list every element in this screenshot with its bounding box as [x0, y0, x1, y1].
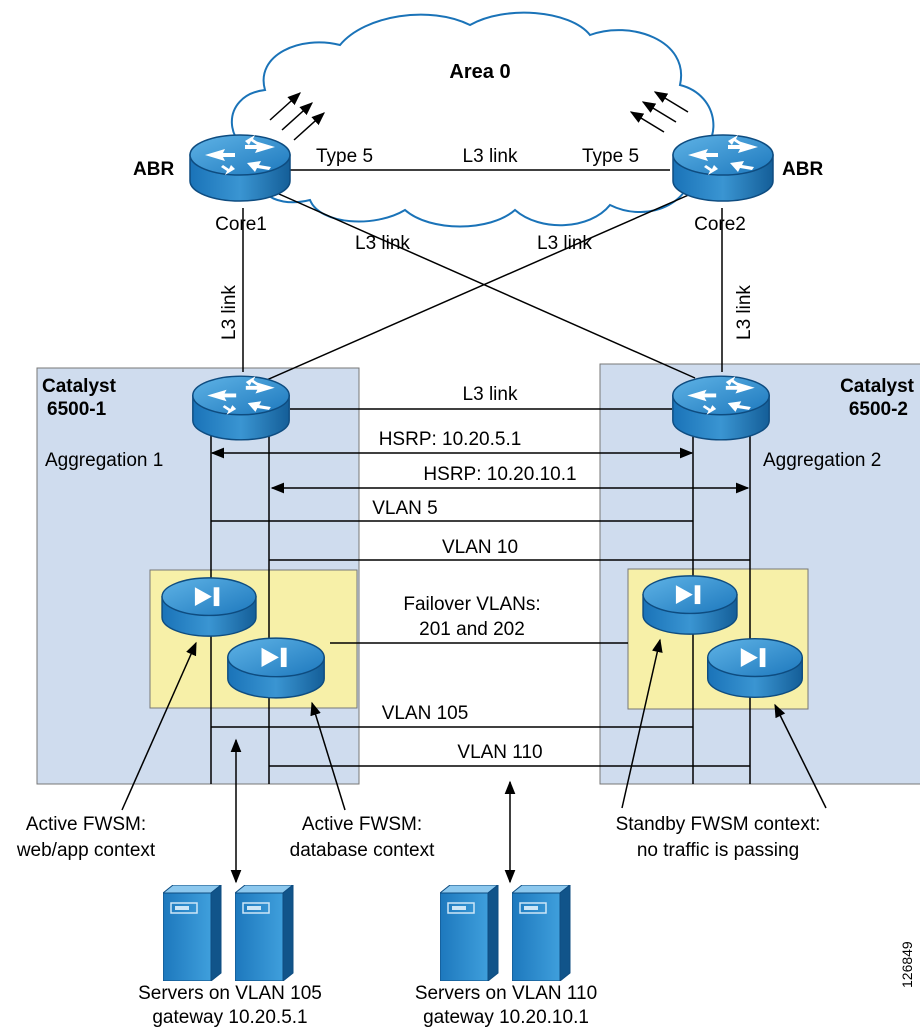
servers-left-line1: Servers on VLAN 105	[138, 983, 322, 1004]
core2-role: ABR	[782, 159, 823, 180]
type5-left-label: Type 5	[316, 146, 373, 167]
vlan5-label: VLAN 5	[372, 498, 437, 519]
cross-link-right-label: L3 link	[537, 233, 592, 254]
vlan10-label: VLAN 10	[442, 537, 518, 558]
aggregation1-router-icon[interactable]	[192, 375, 290, 441]
servers-right-line2: gateway 10.20.10.1	[423, 1007, 589, 1028]
figure-id: 126849	[899, 941, 915, 988]
vlan110-label: VLAN 110	[457, 742, 542, 763]
core-link-label: L3 link	[463, 146, 518, 167]
fwsm-database-icon[interactable]	[227, 637, 325, 699]
aggregation2-title-line1: Catalyst	[840, 376, 915, 397]
core2-name: Core2	[694, 214, 746, 235]
aggregation1-title-line2: 6500-1	[47, 399, 107, 420]
server-icon	[235, 885, 294, 981]
callout-active-web-line2: web/app context	[16, 840, 156, 861]
servers-right-line1: Servers on VLAN 110	[415, 983, 597, 1004]
core1-role: ABR	[133, 159, 174, 180]
callout-standby-line2: no traffic is passing	[637, 840, 799, 861]
core2-router-icon[interactable]	[672, 134, 774, 202]
cloud-label: Area 0	[449, 61, 510, 83]
server-arrows	[230, 738, 516, 884]
hsrp1-label: HSRP: 10.20.5.1	[379, 429, 522, 450]
server-icon	[440, 885, 499, 981]
failover-label-line1: Failover VLANs:	[403, 594, 540, 615]
fwsm-standby-1-icon[interactable]	[642, 575, 738, 635]
fwsm-web-app-icon[interactable]	[161, 577, 257, 637]
callout-arrows	[121, 638, 827, 811]
area-0-cloud	[230, 11, 715, 228]
callout-active-db-line2: database context	[290, 840, 435, 861]
fwsm-standby-2-icon[interactable]	[707, 637, 803, 699]
type5-arrows-right	[629, 91, 689, 133]
failover-label-line2: 201 and 202	[419, 619, 525, 640]
vertical-link-left-label: L3 link	[219, 285, 240, 340]
aggregation2-title-line2: 6500-2	[849, 399, 908, 420]
aggregation2-router-icon[interactable]	[672, 375, 770, 441]
hsrp-arrows	[210, 447, 750, 494]
server-icon	[163, 885, 222, 981]
aggregation1-name: Aggregation 1	[45, 450, 163, 471]
server-icon	[512, 885, 571, 981]
servers-left-line2: gateway 10.20.5.1	[152, 1007, 307, 1028]
type5-right-label: Type 5	[582, 146, 639, 167]
hsrp2-label: HSRP: 10.20.10.1	[423, 464, 576, 485]
agg-link-label: L3 link	[463, 384, 518, 405]
aggregation1-title-line1: Catalyst	[42, 376, 117, 397]
callout-active-web-line1: Active FWSM:	[26, 814, 146, 835]
aggregation2-name: Aggregation 2	[763, 450, 881, 471]
cross-link-left-label: L3 link	[355, 233, 410, 254]
callout-active-db-line1: Active FWSM:	[302, 814, 422, 835]
vlan105-label: VLAN 105	[382, 703, 469, 724]
type5-arrows-left	[269, 92, 326, 141]
core1-router-icon[interactable]	[189, 134, 291, 202]
core1-name: Core1	[215, 214, 267, 235]
links	[210, 169, 751, 784]
vertical-link-right-label: L3 link	[734, 285, 755, 340]
callout-standby-line1: Standby FWSM context:	[616, 814, 821, 835]
